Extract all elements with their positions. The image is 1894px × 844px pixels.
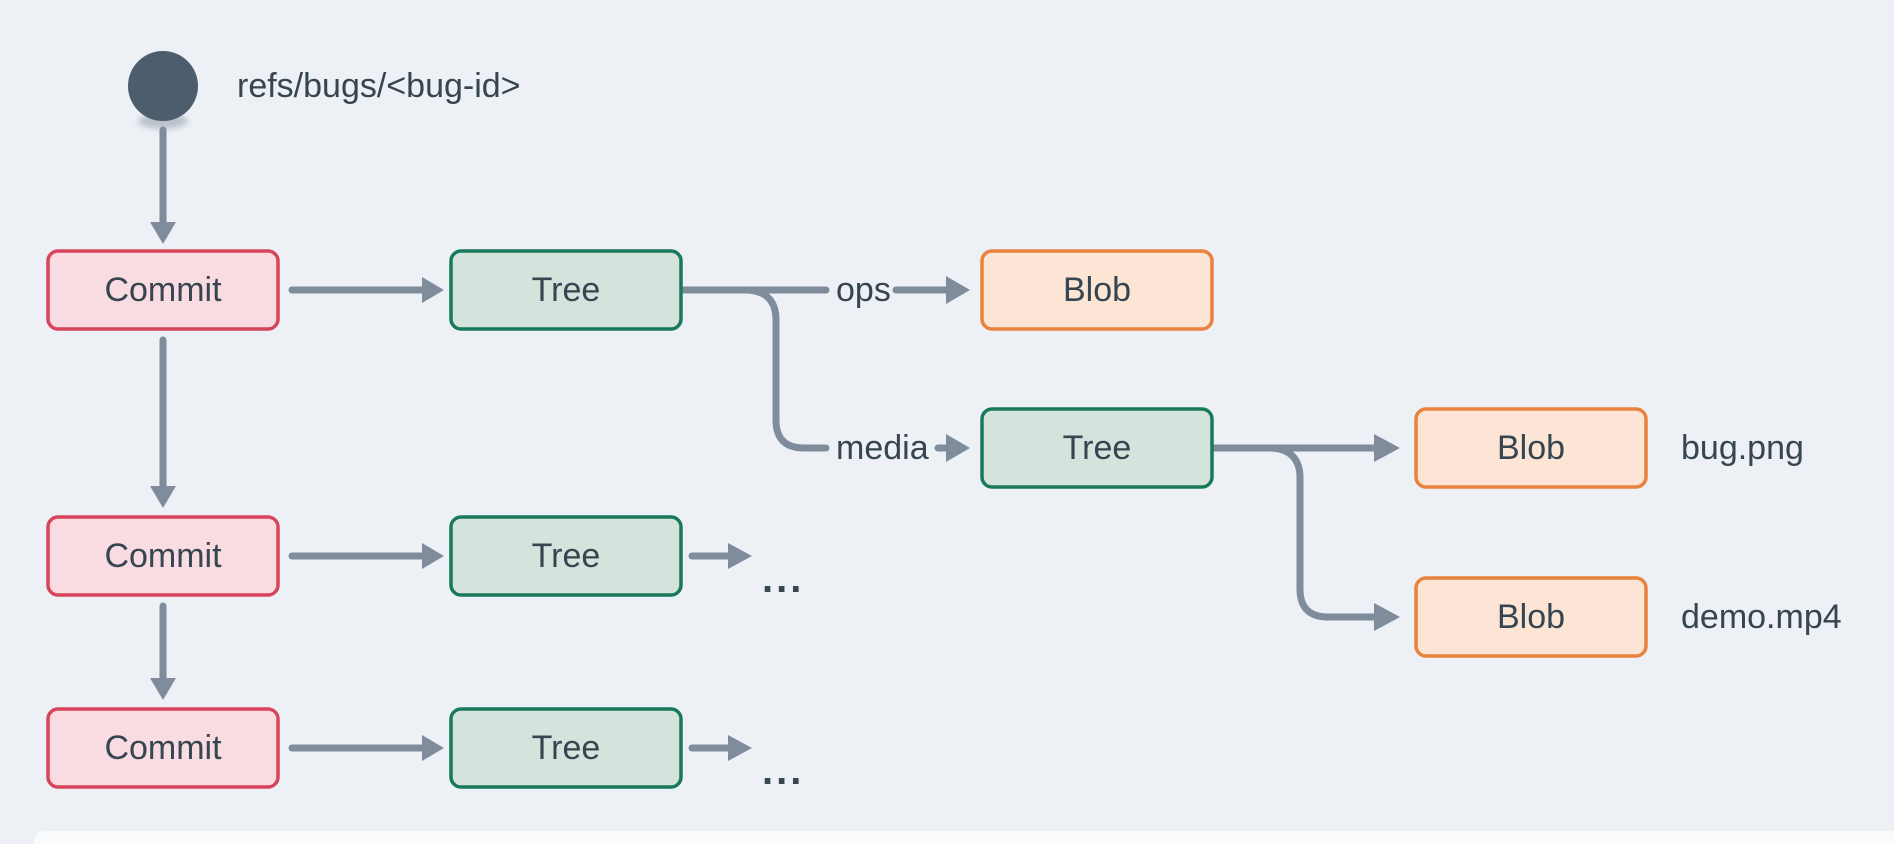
node-tree-4: Tree xyxy=(449,707,683,789)
arrow-commit3-to-tree4 xyxy=(288,735,444,761)
tree-label: Tree xyxy=(532,729,601,767)
blob-label: Blob xyxy=(1497,429,1565,467)
commit-box xyxy=(46,515,280,597)
tree-label: Tree xyxy=(532,537,601,575)
arrow-ref-to-commit1 xyxy=(150,126,176,244)
node-blob-2: Blob xyxy=(1414,407,1648,489)
tree-box xyxy=(449,707,683,789)
tree-label: Tree xyxy=(1063,429,1132,467)
node-tree-2: Tree xyxy=(980,407,1214,489)
tree-box xyxy=(449,515,683,597)
arrow-head-right-icon xyxy=(422,735,444,761)
arrow-head-right-icon xyxy=(1374,434,1400,462)
edge-tree2-blob3 xyxy=(1268,444,1400,631)
edge-tree1-media: media xyxy=(744,286,970,467)
arrow-head-right-icon xyxy=(946,276,970,304)
file-label-bug-png: bug.png xyxy=(1681,429,1804,467)
arrow-head-right-icon xyxy=(422,543,444,569)
edge-label-ops: ops xyxy=(836,271,891,309)
node-tree-3: Tree xyxy=(449,515,683,597)
file-label-demo-mp4: demo.mp4 xyxy=(1681,598,1842,636)
blob-label: Blob xyxy=(1497,598,1565,636)
tree-box xyxy=(449,249,683,331)
arrow-commit2-to-commit3 xyxy=(150,602,176,700)
blob-box xyxy=(1414,407,1648,489)
node-blob-1: Blob xyxy=(980,249,1214,331)
blob-box xyxy=(1414,576,1648,658)
node-commit-1: Commit xyxy=(46,249,280,331)
edge-label-media: media xyxy=(836,429,929,467)
node-commit-3: Commit xyxy=(46,707,280,789)
commit-box xyxy=(46,707,280,789)
bottom-panel-edge xyxy=(34,831,1894,844)
edge-tree2-blob2 xyxy=(1210,434,1400,462)
arrow-tree4-to-more: ... xyxy=(688,735,804,793)
blob-label: Blob xyxy=(1063,271,1131,309)
arrow-head-right-icon xyxy=(728,735,752,761)
blob-box xyxy=(980,249,1214,331)
node-tree-1: Tree xyxy=(449,249,683,331)
arrow-tree3-to-more: ... xyxy=(688,543,804,601)
arrow-commit2-to-tree3 xyxy=(288,543,444,569)
commit-box xyxy=(46,249,280,331)
tree-box xyxy=(980,407,1214,489)
node-commit-2: Commit xyxy=(46,515,280,597)
arrow-head-right-icon xyxy=(422,277,444,303)
ref-label: refs/bugs/<bug-id> xyxy=(237,67,521,105)
ellipsis-row2: ... xyxy=(762,557,804,601)
arrow-head-down-icon xyxy=(150,222,176,244)
ellipsis-row3: ... xyxy=(762,749,804,793)
arrow-head-down-icon xyxy=(150,486,176,508)
commit-label: Commit xyxy=(104,537,222,575)
ref-circle-icon xyxy=(128,51,198,121)
arrow-head-down-icon xyxy=(150,678,176,700)
arrow-commit1-to-tree1 xyxy=(288,277,444,303)
commit-label: Commit xyxy=(104,271,222,309)
arrow-commit1-to-commit2 xyxy=(150,336,176,508)
ref-pointer: refs/bugs/<bug-id> xyxy=(128,51,521,129)
tree-label: Tree xyxy=(532,271,601,309)
commit-label: Commit xyxy=(104,729,222,767)
arrow-head-right-icon xyxy=(1374,603,1400,631)
arrow-head-right-icon xyxy=(728,543,752,569)
node-blob-3: Blob xyxy=(1414,576,1648,658)
arrow-head-right-icon xyxy=(946,434,970,462)
